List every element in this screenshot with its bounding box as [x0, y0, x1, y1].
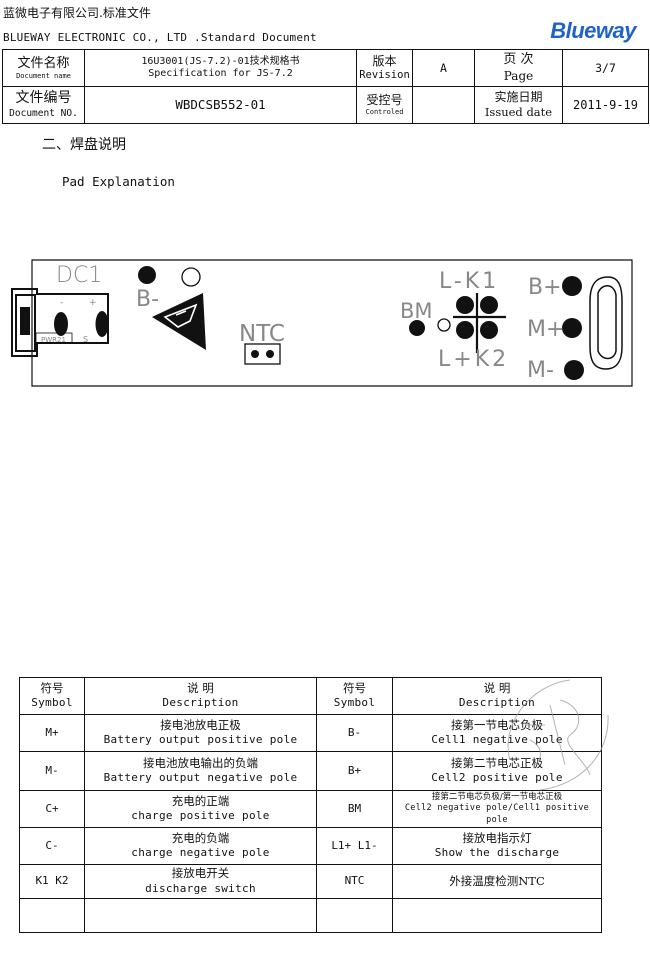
issued-value: 2011-9-19: [562, 86, 649, 124]
row-description: 外接温度检测NTC: [392, 864, 602, 899]
page-value: 3/7: [562, 49, 649, 87]
watermark-stamp-icon: [507, 679, 609, 791]
doc-no-value: WBDCSB552-01: [84, 86, 357, 124]
ntc-label: NTC: [239, 321, 285, 347]
k2-pad-1: [456, 321, 474, 339]
table-row: [19, 898, 602, 933]
k2-pad-2: [480, 321, 498, 339]
m-minus-label: M-: [527, 358, 554, 383]
l-plus-k2-label: L+K2: [438, 347, 509, 372]
pwr21-label: PWR21: [41, 336, 66, 344]
plus-label: +: [89, 298, 97, 308]
row-symbol: [19, 898, 85, 933]
row-symbol: K1 K2: [19, 864, 85, 899]
b-plus-pad: [562, 276, 582, 296]
m-plus-label: M+: [527, 317, 564, 342]
c-minus-pad: [54, 312, 68, 336]
b-minus-pad: [138, 266, 156, 284]
row-symbol: C+: [19, 790, 85, 828]
row-symbol: BM: [316, 790, 393, 828]
row-symbol: B-: [316, 714, 393, 752]
page-label: 页 次 Page: [474, 49, 563, 87]
section-heading-en: Pad Explanation: [62, 174, 175, 189]
b-minus-label: B-: [136, 287, 159, 312]
section-heading: 二、焊盘说明: [42, 137, 126, 153]
issued-label: 实施日期 Issued date: [474, 86, 563, 124]
b-plus-label: B+: [528, 275, 562, 300]
l-minus-k1-label: L-K1: [439, 269, 499, 294]
revision-value: A: [412, 49, 475, 87]
s-label: S: [83, 335, 88, 344]
polarity-triangle: [152, 293, 206, 350]
row-symbol: C-: [19, 827, 85, 865]
blueway-logo: Blueway: [550, 18, 636, 43]
doc-title: 16U3001(JS-7.2)-01技术规格书 Specification fo…: [84, 49, 357, 87]
m-plus-pad: [562, 318, 582, 338]
k1-pad-1: [456, 296, 474, 314]
dc1-label: DC1: [56, 263, 102, 288]
row-symbol: NTC: [316, 864, 393, 899]
bm-pad: [409, 320, 425, 336]
document-header-table: 文件名称 Document name 16U3001(JS-7.2)-01技术规…: [2, 49, 649, 124]
row-symbol: L1+ L1-: [316, 827, 393, 865]
pcb-pad-diagram: DC1 B- NTC BM L-K1 L+K2 B+ M+ M- PWR21 S…: [11, 259, 633, 387]
ntc-pad-2: [266, 350, 274, 358]
row-symbol: [316, 898, 393, 933]
ntc-pad-1: [251, 350, 259, 358]
controlled-label: 受控号 Controled: [356, 86, 413, 124]
ntc-pad-box: [244, 343, 281, 365]
controlled-value: [412, 86, 475, 124]
company-name-cn: 蓝微电子有限公司.标准文件: [3, 6, 151, 20]
m-slot: [589, 276, 623, 370]
doc-no-label: 文件编号 Document NO.: [2, 86, 85, 124]
row-symbol: M-: [19, 751, 85, 791]
led-open-pad: [437, 318, 451, 332]
minus-label: -: [60, 298, 63, 308]
bm-label: BM: [400, 299, 433, 323]
row-description: [84, 898, 317, 933]
open-pad-top: [181, 267, 201, 287]
m-minus-pad: [564, 360, 584, 380]
c-plus-pad: [95, 311, 109, 337]
row-symbol: M+: [19, 714, 85, 752]
revision-label: 版本 Revision: [356, 49, 413, 87]
doc-name-label: 文件名称 Document name: [2, 49, 85, 87]
row-description: [392, 898, 602, 933]
board-outline: [31, 259, 633, 387]
k1-pad-2: [480, 296, 498, 314]
company-name-en: BLUEWAY ELECTRONIC CO., LTD .Standard Do…: [3, 31, 317, 44]
dc1-connector: [11, 288, 109, 357]
row-symbol: B+: [316, 751, 393, 791]
